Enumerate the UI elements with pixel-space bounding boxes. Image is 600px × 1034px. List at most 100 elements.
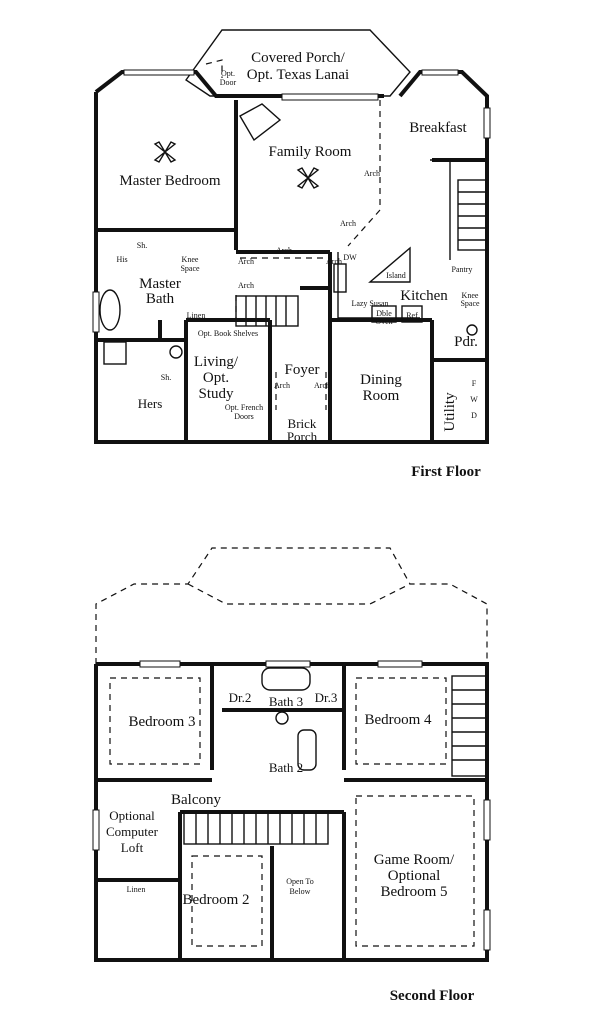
stairs [183,675,487,845]
label-living-2: Opt. [203,370,229,386]
label-linen: Linen [187,311,206,320]
second-floor-exterior-wall [94,662,489,962]
label-balcony: Balcony [171,792,221,808]
label-living: Living/ [194,354,239,370]
ceiling-outline-bedroom3 [109,677,201,765]
label-arch: Arch [326,257,342,266]
label-d: D [471,411,477,420]
label-loft: Optional [109,808,155,823]
label-knee-space-b: Space [180,264,200,273]
label-his: His [116,255,127,264]
window-master [123,69,195,76]
label-pdr: Pdr. [454,334,478,350]
window-bedroom4 [377,660,423,668]
label-game-room-3: Bedroom 5 [380,884,447,900]
porch-opt-door [205,59,223,78]
label-master-bath-2: Bath [146,291,175,307]
window-loft [92,809,100,851]
label-lazy-susan: Lazy Susan [351,299,388,308]
label-linen: Linen [127,885,146,894]
first-floor: Covered Porch/ Opt. Texas Lanai Opt. Doo… [92,29,491,480]
label-bath3: Bath 3 [269,694,303,709]
first-floor-interior-walls [96,100,487,442]
label-open-below: Open To [286,877,314,886]
label-dble-oven: Dble [376,309,392,318]
ceiling-outline-bedroom2 [191,855,263,947]
label-bath2: Bath 2 [269,760,303,775]
label-f: F [472,379,477,388]
label-dr2: Dr.2 [229,690,252,705]
toilet [275,711,289,725]
second-floor-caption: Second Floor [390,988,475,1004]
label-pantry: Pantry [452,265,473,274]
label-utility: Utility [442,392,458,432]
label-arch: Arch [340,219,356,228]
label-sh-hers: Sh. [161,373,171,382]
label-dr3: Dr.3 [315,690,338,705]
label-arch: Arch [314,381,330,390]
label-arch: Arch [274,381,290,390]
first-floor-exterior-wall [94,70,489,444]
label-family-room: Family Room [269,144,352,160]
label-breakfast: Breakfast [409,120,467,136]
label-dw: DW [343,253,357,262]
label-hers: Hers [138,396,163,411]
label-knee-space: Knee [182,255,199,264]
window-breakfast-side [483,107,491,139]
window-bedroom3 [139,660,181,668]
window-bath [92,291,100,333]
label-opt-french-2: Doors [234,412,254,421]
refrigerator [401,305,423,323]
window-family [281,93,379,101]
label-bedroom4: Bedroom 4 [364,712,432,728]
label-knee-space-2: Knee [462,291,479,300]
stairs [235,179,487,327]
ceiling-outline-bedroom4 [355,677,447,765]
bathtub [99,289,121,331]
window-bath3 [265,660,311,668]
roof-outline [95,547,488,664]
ceiling-fan-icon [296,167,320,189]
label-foyer: Foyer [285,362,320,378]
cooktop [333,263,347,293]
label-arch: Arch [364,169,380,178]
label-opt-french: Opt. French [225,403,263,412]
label-dining-2: Room [363,388,400,404]
label-master-bath: Master [139,276,181,292]
label-master-bedroom: Master Bedroom [119,173,221,189]
toilet [169,345,183,359]
label-w: W [470,395,478,404]
label-covered-porch-2: Opt. Texas Lanai [247,67,349,83]
bathtub [261,667,311,691]
tub-bath2 [297,729,317,771]
label-ref: Ref [406,311,418,320]
hers-closet-fixture [103,341,127,365]
label-arch: Arch [238,257,254,266]
label-island: Island [386,271,406,280]
label-loft-2: Computer [106,824,159,839]
toilet-pdr [466,324,478,336]
second-floor: Bedroom 3 Dr.2 Bath 3 Dr.3 Bedroom 4 Bat… [92,547,491,1004]
label-opt-door-2: Door [220,78,237,87]
kitchen-island [368,246,411,283]
label-loft-3: Loft [121,840,144,855]
ceiling-outline-game [355,795,475,947]
label-dble-oven-2: Oven [375,317,392,326]
window-breakfast [421,69,459,76]
first-floor-caption: First Floor [411,464,481,480]
label-opt-book-shelves: Opt. Book Shelves [198,329,258,338]
label-living-3: Study [198,386,234,402]
label-arch: Arch [276,246,292,255]
label-brick-porch-2: Porch [287,429,318,444]
label-bedroom3: Bedroom 3 [128,714,195,730]
label-kitchen: Kitchen [400,288,448,304]
label-open-below-2: Below [290,887,311,896]
ceiling-fan-icon [153,141,177,163]
label-bedroom2: Bedroom 2 [182,892,249,908]
label-game-room: Game Room/ [374,852,455,868]
label-opt-door: Opt. [221,69,235,78]
double-oven [371,305,397,323]
fireplace [239,103,282,142]
label-brick-porch: Brick [288,416,317,431]
